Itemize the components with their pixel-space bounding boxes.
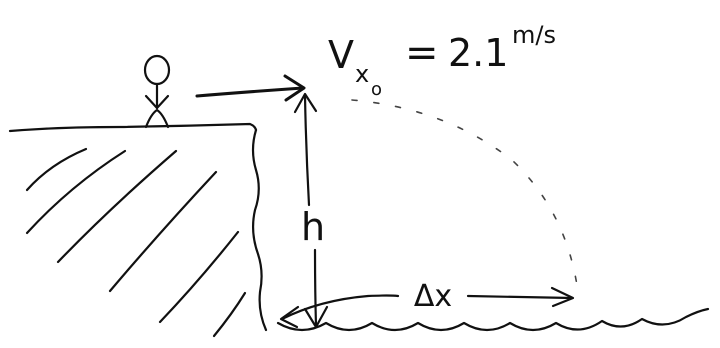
water-waves — [276, 307, 710, 332]
horizontal-distance-arrow — [279, 286, 575, 329]
initial-velocity-label: V x o = 2.1 m/s — [328, 21, 556, 100]
trajectory-dashed-path — [351, 99, 579, 293]
cliff — [8, 122, 268, 338]
velocity-subscript: x — [355, 60, 369, 88]
velocity-symbol: V — [328, 33, 354, 77]
launch-velocity-arrow — [195, 74, 306, 102]
stick-figure-arms — [144, 94, 170, 110]
cliff-top-edge — [8, 122, 258, 133]
cliff-face — [251, 128, 268, 332]
height-label: h — [301, 205, 325, 249]
stick-figure-legs — [144, 108, 170, 129]
stick-figure — [143, 54, 171, 129]
velocity-value: 2.1 — [448, 31, 508, 75]
horizontal-distance-label: Δx — [414, 279, 452, 314]
velocity-unit: m/s — [512, 21, 556, 49]
stick-figure-head — [143, 54, 171, 86]
cliff-hatching — [25, 147, 247, 338]
equals-sign: = — [405, 30, 439, 76]
velocity-subscript-index: o — [371, 79, 382, 100]
